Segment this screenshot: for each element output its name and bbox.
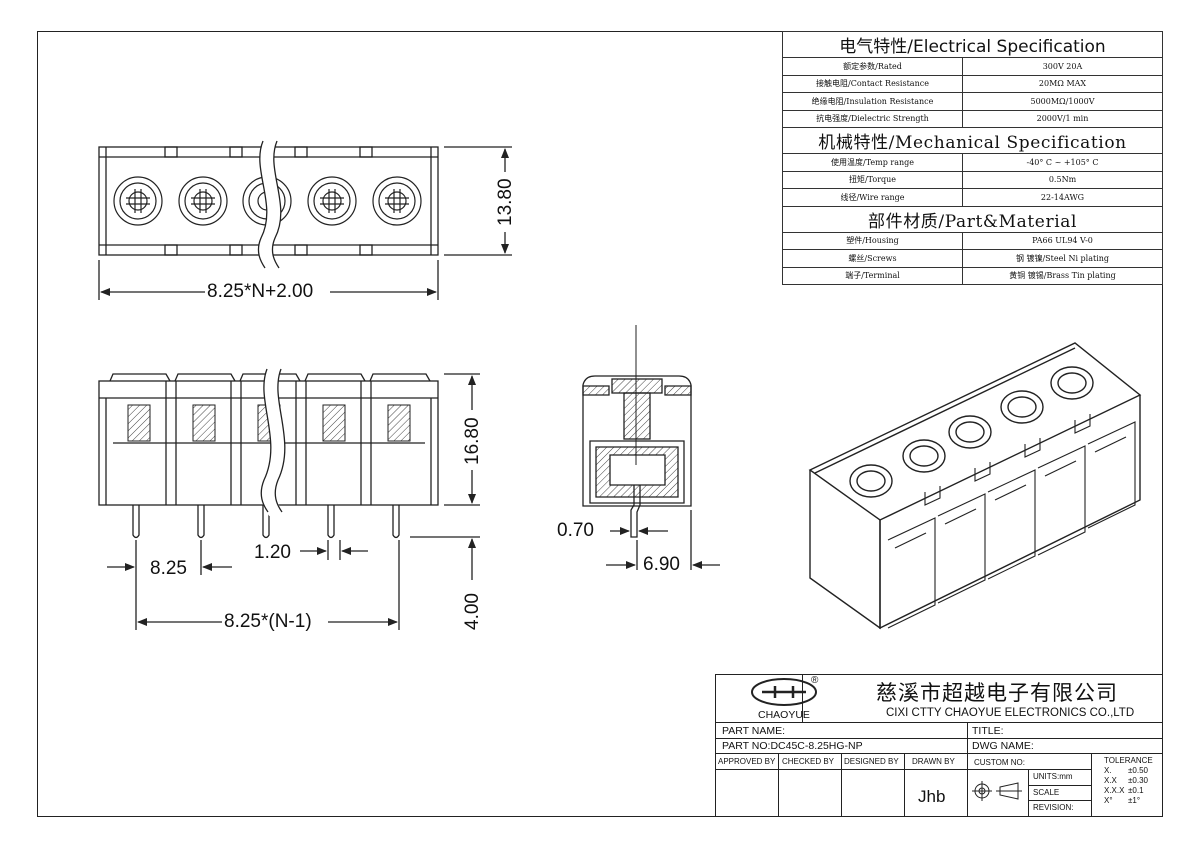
dim-top-width: 8.25*N+2.00 — [207, 281, 314, 302]
part-no-label: PART NO:DC45C-8.25HG-NP — [722, 740, 863, 752]
front-view — [98, 366, 480, 630]
dim-front-height: 16.80 — [462, 417, 483, 465]
dim-pin-width: 1.20 — [254, 542, 291, 563]
logo-text: CHAOYUE — [758, 709, 810, 721]
dim-side-pin: 0.70 — [557, 520, 594, 541]
top-view — [98, 138, 512, 300]
part-no-value: DC45C-8.25HG-NP — [770, 740, 863, 752]
title-block: ® CHAOYUE 慈溪市超越电子有限公司 CIXI CTTY CHAOYUE … — [715, 674, 1163, 817]
company-name-cn: 慈溪市超越电子有限公司 — [876, 681, 1118, 705]
dim-pin-span: 8.25*(N-1) — [224, 611, 312, 632]
tolerance-row: X.X±0.30 — [1104, 776, 1148, 785]
dim-pin-length: 4.00 — [462, 593, 483, 630]
logo-registered: ® — [811, 675, 819, 686]
designed-by-label: DESIGNED BY — [844, 757, 899, 766]
isometric-view — [808, 342, 1142, 630]
screw-iso — [849, 366, 1094, 498]
tolerance-row: X.±0.50 — [1104, 766, 1148, 775]
side-view — [582, 325, 720, 570]
units-label: UNITS:mm — [1033, 772, 1073, 781]
part-name-label: PART NAME: — [722, 725, 786, 737]
drawn-by-value: Jhb — [918, 787, 946, 806]
screw-top — [113, 176, 163, 226]
dwg-name-label: DWG NAME: — [972, 740, 1034, 752]
title-label: TITLE: — [972, 725, 1004, 737]
material-spec-title: 部件材质/Part&Material — [782, 205, 1163, 233]
approved-by-label: APPROVED BY — [718, 757, 776, 766]
tolerance-title: TOLERANCE — [1104, 756, 1153, 765]
checked-by-label: CHECKED BY — [782, 757, 835, 766]
electrical-spec-title: 电气特性/Electrical Specification — [782, 31, 1163, 58]
scale-label: SCALE — [1033, 788, 1060, 797]
dim-top-height: 13.80 — [495, 178, 516, 226]
dim-pitch: 8.25 — [150, 558, 187, 579]
company-logo — [751, 678, 817, 706]
tolerance-row: X.X.X±0.1 — [1104, 786, 1144, 795]
specification-table: 电气特性/Electrical Specification 额定参数/Rated… — [782, 31, 1163, 285]
revision-label: REVISION: — [1033, 803, 1074, 812]
drawn-by-label: DRAWN BY — [912, 757, 955, 766]
angle-projection-symbol — [972, 781, 1022, 801]
company-name-en: CIXI CTTY CHAOYUE ELECTRONICS CO.,LTD — [886, 707, 1135, 719]
drawing-frame — [37, 31, 1163, 817]
mechanical-spec-title: 机械特性/Mechanical Specification — [782, 127, 1163, 154]
dim-side-width: 6.90 — [643, 554, 680, 575]
tolerance-row: X°±1° — [1104, 796, 1141, 805]
custom-no-label: CUSTOM NO: — [974, 758, 1025, 767]
